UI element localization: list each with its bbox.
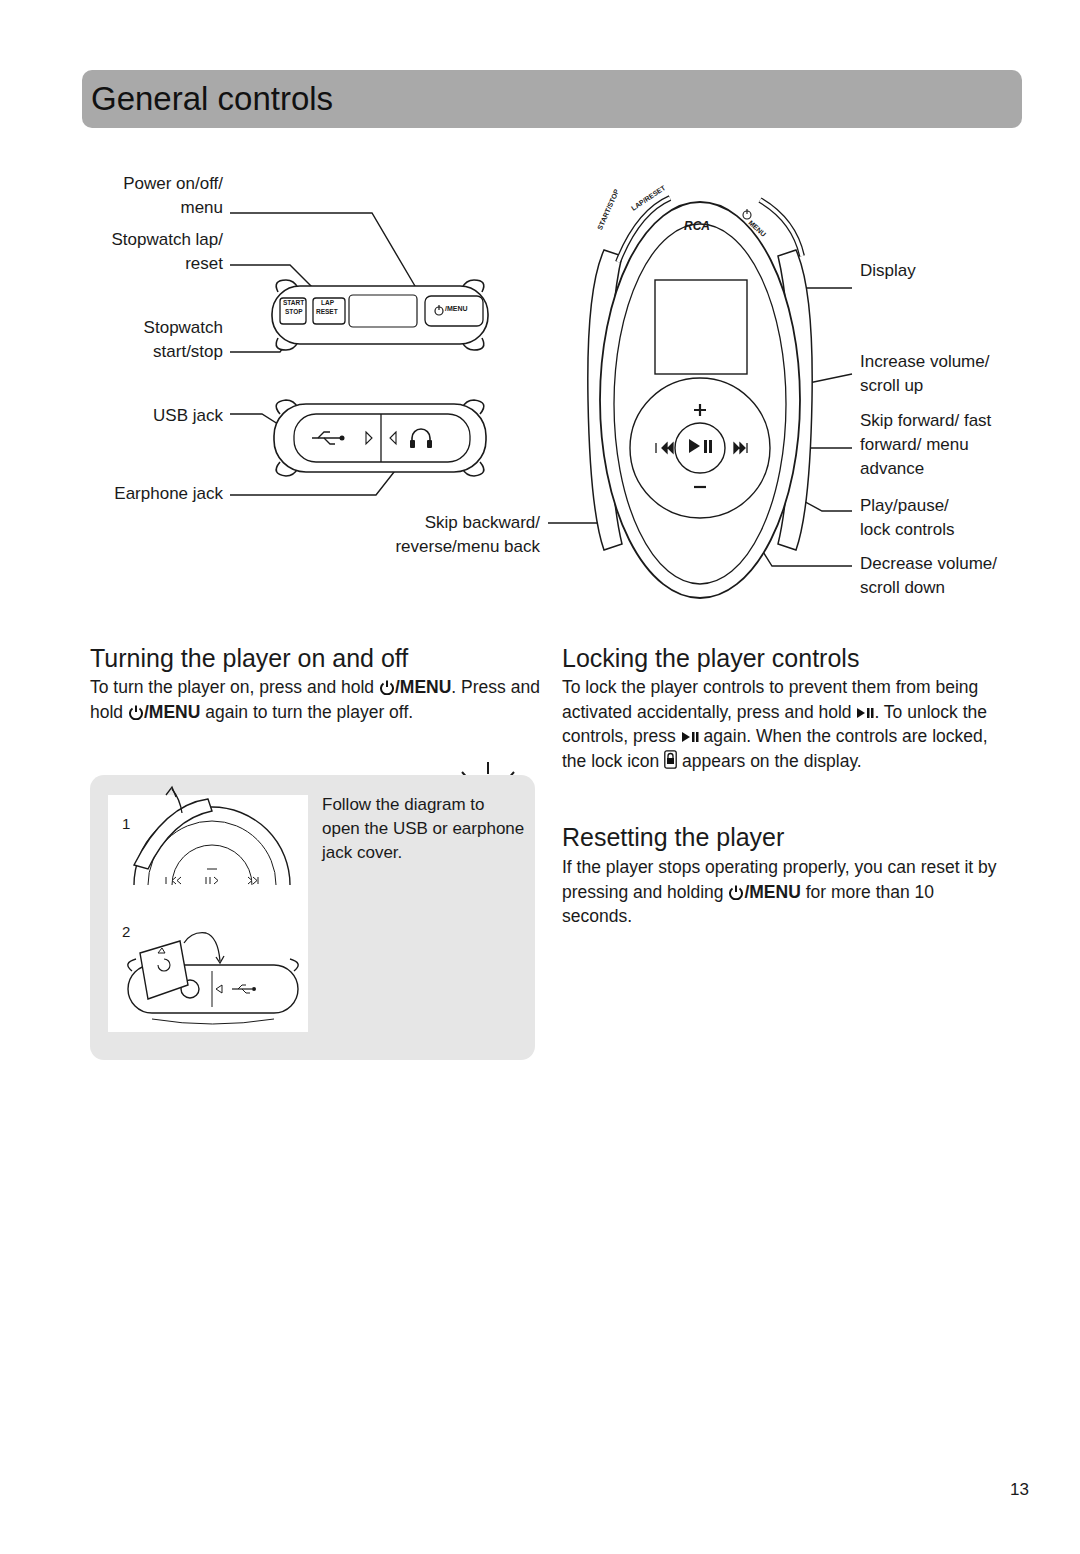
section-heading: Locking the player controls <box>562 643 859 673</box>
step-number: 2 <box>122 920 130 944</box>
power-icon <box>128 704 144 720</box>
body-paragraph: If the player stops operating properly, … <box>562 855 1002 929</box>
callout-label: Increase volume/ scroll up <box>860 350 1023 398</box>
callout-label: Stopwatch lap/ reset <box>93 228 223 276</box>
power-icon <box>728 884 744 900</box>
body-paragraph: To lock the player controls to prevent t… <box>562 675 1002 773</box>
callout-label: Display <box>860 259 980 283</box>
tip-box: Follow the diagram to open the USB or ea… <box>90 775 535 1060</box>
button-text: STOP <box>285 309 303 316</box>
callout-label: Earphone jack <box>63 482 223 506</box>
play-pause-icon <box>856 706 874 720</box>
callout-label: Skip forward/ fast forward/ menu advance <box>860 409 997 481</box>
button-text: START/STOP <box>596 188 620 231</box>
cover-diagram <box>90 775 535 1060</box>
page-title: General controls <box>91 79 333 119</box>
button-text: LAP <box>321 300 334 307</box>
key-name: /MENU <box>144 702 200 722</box>
section-heading: Turning the player on and off <box>90 643 408 673</box>
title-bar: General controls <box>82 70 1022 128</box>
page-number: 13 <box>1010 1478 1029 1502</box>
power-icon <box>379 679 395 695</box>
callout-label: Play/pause/ lock controls <box>860 494 974 542</box>
button-text: RESET <box>316 309 338 316</box>
section-heading: Resetting the player <box>562 822 784 852</box>
callout-label: Power on/off/ menu <box>93 172 223 220</box>
callout-label: Skip backward/ reverse/menu back <box>380 511 540 559</box>
lock-icon <box>664 750 677 769</box>
body-text: again to turn the player off. <box>205 702 413 722</box>
callout-label: Decrease volume/ scroll down <box>860 552 1023 600</box>
step-number: 1 <box>122 812 130 836</box>
button-text: /MENU <box>445 305 468 312</box>
callout-label: Stopwatch start/stop <box>93 316 223 364</box>
button-text: START <box>283 300 304 307</box>
button-text: LAP/RESET <box>630 184 666 212</box>
body-text: To turn the player on, press and hold <box>90 677 374 697</box>
key-name: /MENU <box>395 677 451 697</box>
callout-label: USB jack <box>93 404 223 428</box>
tip-text: Follow the diagram to open the USB or ea… <box>322 793 527 865</box>
play-pause-icon <box>681 730 699 744</box>
brand-logo: RCA <box>684 214 710 238</box>
body-text: appears on the display. <box>682 751 862 771</box>
key-name: /MENU <box>744 882 800 902</box>
body-paragraph: To turn the player on, press and hold /M… <box>90 675 542 724</box>
